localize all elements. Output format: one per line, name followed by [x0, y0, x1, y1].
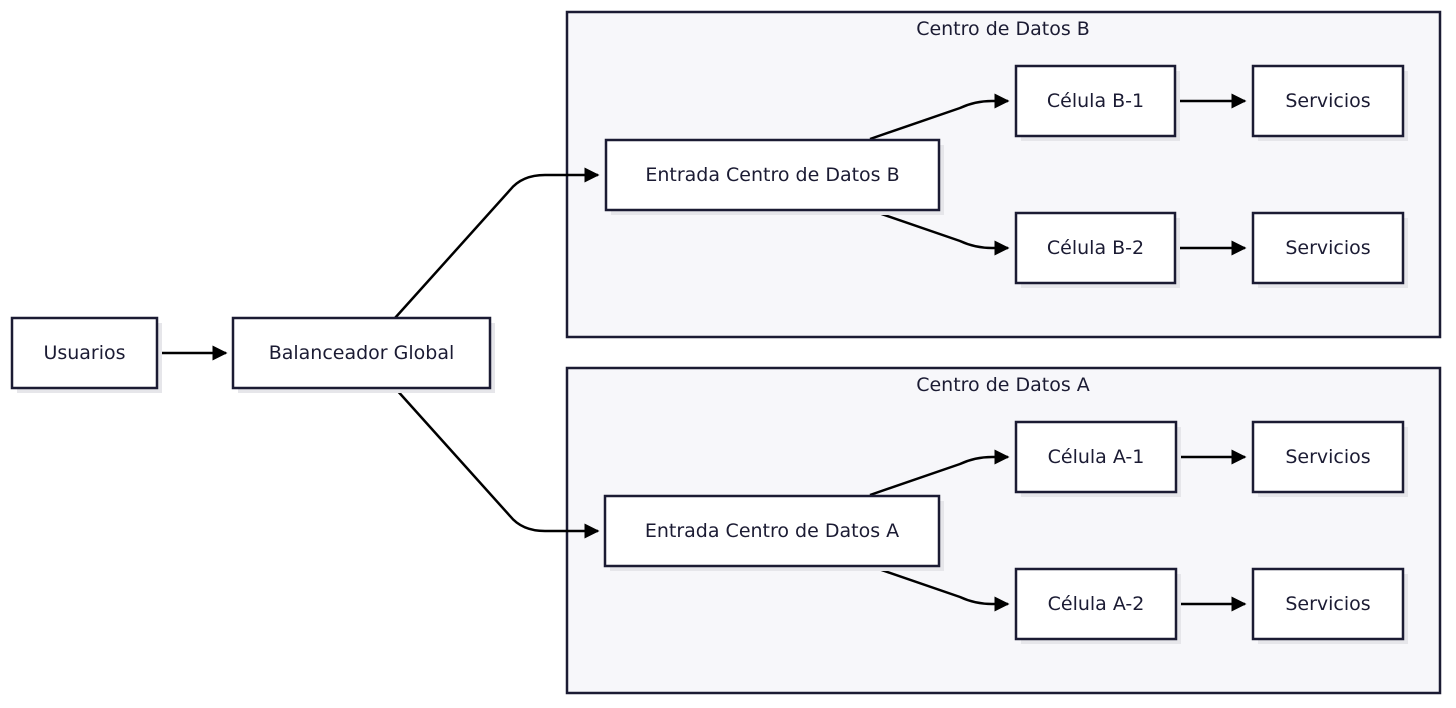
node-cell-a1-label: Célula A-1 — [1048, 446, 1145, 468]
node-cell-a2[interactable]: Célula A-2 — [1014, 567, 1181, 644]
node-services-b2-label: Servicios — [1285, 237, 1370, 259]
node-services-b1-label: Servicios — [1285, 90, 1370, 112]
edge-global-balancer-to-entry-b — [394, 167, 600, 319]
node-services-a1[interactable]: Servicios — [1251, 420, 1408, 497]
node-services-b2[interactable]: Servicios — [1251, 211, 1408, 288]
node-users[interactable]: Usuarios — [10, 316, 162, 393]
node-entry-datacenter-b-label: Entrada Centro de Datos B — [645, 164, 899, 186]
cluster-datacenter-a-label: Centro de Datos A — [916, 374, 1090, 396]
node-entry-datacenter-b[interactable]: Entrada Centro de Datos B — [604, 138, 944, 215]
node-entry-datacenter-a-label: Entrada Centro de Datos A — [645, 520, 899, 542]
edge-entry-b-to-cell-b1 — [869, 93, 1010, 141]
edge-entry-a-to-cell-a2 — [869, 564, 1010, 612]
node-services-a2-label: Servicios — [1285, 593, 1370, 615]
node-global-balancer[interactable]: Balanceador Global — [231, 316, 495, 393]
node-services-a2[interactable]: Servicios — [1251, 567, 1408, 644]
node-users-label: Usuarios — [43, 342, 125, 364]
edge-entry-b-to-cell-b2 — [869, 208, 1010, 256]
node-cell-b2[interactable]: Célula B-2 — [1014, 211, 1180, 288]
node-cell-a1[interactable]: Célula A-1 — [1014, 420, 1181, 497]
node-cell-b1-label: Célula B-1 — [1047, 90, 1144, 112]
node-entry-datacenter-a[interactable]: Entrada Centro de Datos A — [603, 494, 944, 571]
node-cell-b2-label: Célula B-2 — [1047, 237, 1144, 259]
edges — [157, 93, 1247, 612]
node-cell-a2-label: Célula A-2 — [1048, 593, 1145, 615]
cluster-datacenter-b-label: Centro de Datos B — [916, 18, 1090, 40]
edge-entry-a-to-cell-a1 — [869, 449, 1010, 497]
node-services-a1-label: Servicios — [1285, 446, 1370, 468]
edge-global-balancer-to-entry-a — [394, 387, 600, 539]
node-global-balancer-label: Balanceador Global — [269, 342, 455, 364]
node-cell-b1[interactable]: Célula B-1 — [1014, 64, 1180, 141]
node-services-b1[interactable]: Servicios — [1251, 64, 1408, 141]
